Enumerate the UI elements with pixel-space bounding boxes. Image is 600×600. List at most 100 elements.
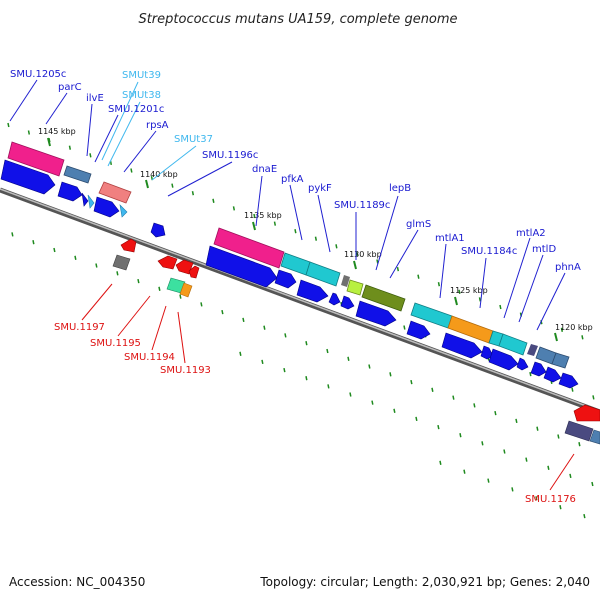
gene-arrow[interactable] (328, 292, 341, 306)
label-smut38[interactable]: SMUt38 (122, 90, 161, 101)
tick-mark (437, 282, 441, 287)
forward-labels: SMU.1205c parC ilvE SMU.1201c rpsA SMU.1… (10, 69, 581, 273)
gene-arrow[interactable] (81, 192, 89, 207)
label-smu1196c[interactable]: SMU.1196c (202, 150, 258, 161)
label-smut37[interactable]: SMUt37 (174, 134, 213, 145)
tick-mark (371, 400, 374, 405)
tick-mark (591, 481, 594, 487)
reverse-arrow[interactable] (175, 259, 194, 275)
gene-arrow[interactable] (355, 300, 397, 327)
tick-mark (7, 122, 10, 128)
tick-mark (171, 183, 174, 188)
gene-arrow[interactable] (441, 332, 483, 359)
tick-mark (396, 266, 400, 272)
tick-mark (578, 442, 581, 447)
tick-mark (478, 297, 482, 302)
tick-mark (355, 251, 359, 257)
feature-dnae-box[interactable] (213, 227, 285, 269)
gene-arrow[interactable] (543, 366, 562, 383)
label-smu1197[interactable]: SMU.1197 (54, 322, 105, 333)
map-title: Streptococcus mutans UA159, complete gen… (138, 12, 457, 27)
tick-mark (403, 325, 406, 330)
reverse-arrow[interactable] (188, 265, 200, 279)
label-lepb[interactable]: lepB (389, 183, 411, 194)
label-parc[interactable]: parC (58, 82, 82, 93)
tick-mark (261, 359, 264, 365)
feature-pykf-box[interactable] (305, 261, 341, 287)
tick-mark (239, 351, 242, 356)
tick-mark (437, 424, 440, 430)
label-smu1189c[interactable]: SMU.1189c (334, 200, 390, 211)
feature-pfka-box[interactable] (280, 252, 311, 276)
kbp-label-1125: 1125 kbp (450, 286, 488, 295)
gene-arrow[interactable] (558, 372, 579, 389)
label-dnae[interactable]: dnaE (252, 164, 277, 175)
label-pfka[interactable]: pfkA (281, 174, 304, 185)
label-smu1184c[interactable]: SMU.1184c (461, 246, 517, 257)
label-smu1201c[interactable]: SMU.1201c (108, 104, 164, 115)
label-phna[interactable]: phnA (555, 262, 581, 273)
label-smu1205c[interactable]: SMU.1205c (10, 69, 66, 80)
label-smu1176[interactable]: SMU.1176 (525, 494, 576, 505)
label-mtla1[interactable]: mtlA1 (435, 233, 465, 244)
tick-mark (253, 213, 256, 219)
tick-mark (53, 247, 56, 253)
gene-arrow[interactable] (480, 345, 494, 360)
tick-mark (294, 229, 297, 234)
gene-arrow[interactable] (488, 348, 519, 371)
gene-arrow[interactable] (274, 269, 297, 289)
label-smut39[interactable]: SMUt39 (122, 70, 161, 81)
feature-lepb-box[interactable] (346, 279, 364, 296)
gene-arrow[interactable] (119, 204, 128, 218)
reverse-arrow[interactable] (573, 404, 600, 422)
reverse-arrow[interactable] (157, 255, 178, 270)
tick-mark (389, 372, 392, 377)
reverse-box[interactable] (112, 254, 131, 271)
label-mtld[interactable]: mtlD (532, 244, 556, 255)
label-glms[interactable]: glmS (406, 219, 431, 230)
gene-arrow[interactable] (296, 279, 329, 303)
feature-smu1205c-box[interactable] (7, 141, 65, 177)
reverse-arrow[interactable] (120, 238, 137, 253)
reverse-box[interactable] (564, 420, 594, 442)
label-smu1193[interactable]: SMU.1193 (160, 365, 211, 376)
gene-arrow[interactable] (0, 159, 56, 195)
forward-features (7, 141, 570, 369)
gene-arrow[interactable] (87, 194, 95, 209)
feature-phna-box-c[interactable] (551, 352, 570, 369)
gene-arrow[interactable] (205, 245, 278, 288)
tick-mark (511, 487, 514, 492)
gene-arrow[interactable] (516, 357, 529, 371)
tick-mark (463, 469, 466, 474)
label-smu1194[interactable]: SMU.1194 (124, 352, 175, 363)
tick-mark (529, 371, 532, 377)
reverse-box[interactable] (179, 282, 193, 298)
feature-glms-box[interactable] (361, 284, 406, 312)
tick-mark (284, 333, 287, 338)
tick-mark (179, 294, 182, 299)
gene-arrow[interactable] (57, 181, 83, 202)
tick-mark (393, 408, 396, 413)
tick-mark (515, 418, 518, 424)
gene-arrow[interactable] (150, 222, 166, 238)
feature-phna-box-a[interactable] (527, 344, 538, 356)
label-ilve[interactable]: ilvE (86, 93, 104, 104)
reverse-box[interactable] (589, 429, 600, 445)
tick-mark (327, 384, 330, 389)
kbp-label-1120: 1120 kbp (555, 323, 593, 332)
tick-mark (459, 433, 462, 438)
label-mtla2[interactable]: mtlA2 (516, 228, 546, 239)
label-rpsa[interactable]: rpsA (146, 120, 169, 131)
gene-arrow[interactable] (406, 320, 431, 340)
feature-parc-box[interactable] (63, 165, 92, 184)
gene-arrow[interactable] (530, 361, 547, 377)
tick-mark (525, 457, 528, 462)
reverse-labels: SMU.1197 SMU.1195 SMU.1194 SMU.1193 SMU.… (54, 322, 576, 505)
label-smu1195[interactable]: SMU.1195 (90, 338, 141, 349)
gene-arrow[interactable] (340, 295, 355, 310)
feature-mtld-box[interactable] (498, 333, 528, 356)
label-pykf[interactable]: pykF (308, 183, 332, 194)
gene-arrow[interactable] (93, 196, 120, 218)
feature-smu1189c-box[interactable] (341, 275, 350, 287)
feature-rpsa-box[interactable] (98, 181, 132, 204)
